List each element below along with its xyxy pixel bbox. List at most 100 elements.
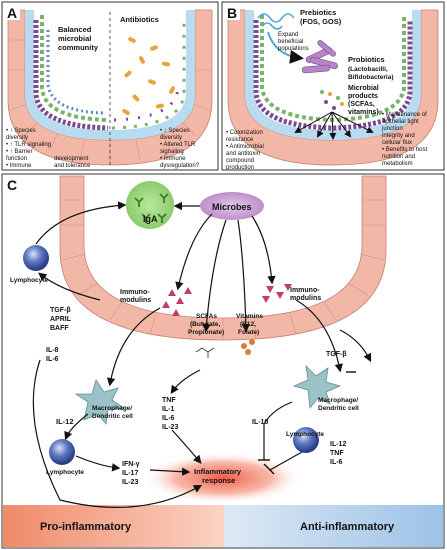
microbes-ellipse xyxy=(200,192,264,220)
lymphocyte-right-label: Lymphocyte xyxy=(286,431,324,438)
products-label-1: Microbial xyxy=(348,85,379,92)
panel-a-left-note: • ↑ Species xyxy=(6,128,36,134)
panel-c: C IgA Microbes Lymphocyte Immuno- moduli… xyxy=(1,173,445,549)
vitamin-dots xyxy=(241,339,255,355)
tgf-left-label: TGF-β xyxy=(50,307,71,314)
panel-b-right-note: • Maintenance of xyxy=(382,112,427,118)
panel-b-left-note: production xyxy=(226,165,254,171)
immunomodulins-left-label-2: modulins xyxy=(120,297,151,304)
panel-b-right-note: integrity and xyxy=(382,133,415,139)
ifn-label: IFN-γ xyxy=(122,461,140,468)
panel-a-left-notes-extra: development and tolerance xyxy=(54,156,91,169)
anti-inflammatory-label: Anti-inflammatory xyxy=(300,521,395,533)
scfas-label-2: (Butyrate, xyxy=(190,321,221,328)
scfa-molecule-icon xyxy=(195,347,215,358)
macrophage-right-label-2: Dendritic cell xyxy=(318,405,359,412)
products-label-4: vitamins) xyxy=(348,109,379,116)
iga-label: IgA xyxy=(143,214,158,224)
prebiotics-icon xyxy=(257,13,295,30)
panel-b-letter-bg xyxy=(224,4,240,20)
april-label: APRIL xyxy=(50,316,72,323)
panel-b-left-notes: • Colonization resistance • Antimicrobia… xyxy=(226,130,264,171)
panel-c-letter-bg xyxy=(4,176,20,192)
panel-b-left-note: • Colonization xyxy=(226,130,263,136)
pro-inflammatory-label: Pro-inflammatory xyxy=(40,521,132,533)
products-label-3: (SCFAs, xyxy=(348,101,375,108)
panel-a-right-note: • Immune xyxy=(160,156,186,162)
il12-left-label: IL-12 xyxy=(56,417,74,426)
il12-right-label: IL-12 xyxy=(330,441,346,448)
panel-a-right-note: • ↓ Species xyxy=(160,128,190,134)
panel-a-balanced-label-1: Balanced xyxy=(58,25,92,34)
il23-mid-label: IL-23 xyxy=(162,424,178,431)
panel-b: B Prebiotics (FOS, GOS) Expand beneficia… xyxy=(221,1,445,171)
pro-inflammatory-band xyxy=(3,505,224,547)
scfas-label-1: SCFAs xyxy=(196,313,217,320)
scfas-label-3: Propionate) xyxy=(188,329,224,336)
expand-label-1: Expand xyxy=(278,32,298,38)
panel-a-left-note: • ↑ TLR signaling xyxy=(6,142,51,148)
vitamins-label-2: (B12, xyxy=(240,321,256,328)
panel-a-balanced-label-2: microbial xyxy=(58,34,91,43)
panel-b-right-note: metabolism xyxy=(382,161,413,167)
probiotics-label: Probiotics xyxy=(348,55,385,64)
panel-a-letter: A xyxy=(7,5,17,21)
tnf-mid-label: TNF xyxy=(162,397,176,404)
inflammatory-label-1: Inflammatory xyxy=(194,467,242,476)
panel-a-balanced-label-3: community xyxy=(58,43,99,52)
panel-a-antibiotics-label: Antibiotics xyxy=(120,15,159,24)
panel-b-product-arrows xyxy=(294,111,374,140)
panel-b-left-note: and antitoxin xyxy=(226,151,260,157)
panel-a-left-note: • Immune xyxy=(6,163,32,169)
panel-b-right-note: epithelial tight xyxy=(382,119,419,125)
inflammatory-glow xyxy=(143,452,303,504)
lymphocyte-top-left xyxy=(23,245,49,271)
prebiotics-label: Prebiotics xyxy=(300,8,336,17)
microbial-products-icon xyxy=(320,90,344,110)
macrophage-left-label-2: Dendritic cell xyxy=(92,413,133,420)
expand-label-2: beneficial xyxy=(278,39,303,45)
macrophage-left-label-1: Macrophage/ xyxy=(92,405,132,412)
il10-label: IL-10 xyxy=(252,419,268,426)
panel-a-cell-lines xyxy=(8,39,212,164)
panel-c-arrows xyxy=(32,201,372,508)
microbes-label: Microbes xyxy=(212,202,252,212)
probiotics-icon xyxy=(301,40,338,74)
panel-c-letter: C xyxy=(7,177,17,193)
immunomodulin-triangles-left xyxy=(162,287,192,316)
panel-b-right-note: • Benefits to host xyxy=(382,147,427,153)
panel-b-right-note: nutrition and xyxy=(382,154,415,160)
panel-c-epithelium xyxy=(59,175,387,341)
panel-b-right-note: junction xyxy=(381,126,403,132)
inflammatory-label-2: response xyxy=(202,476,235,485)
probiotics-sub-2: Bifidobacteria) xyxy=(348,74,394,81)
expand-label-3: populations xyxy=(278,46,309,52)
panel-b-microbes xyxy=(253,15,413,131)
panel-a-microbes-right xyxy=(111,20,186,130)
probiotics-sub-1: (Lactobacilli, xyxy=(348,66,388,73)
panel-b-right-notes: • Maintenance of epithelial tight juncti… xyxy=(381,112,427,167)
immunomodulin-triangles-right xyxy=(262,284,292,303)
vitamins-label-3: Folate) xyxy=(238,329,259,336)
il17-label: IL-17 xyxy=(122,470,138,477)
panel-a-right-note: diversity xyxy=(160,135,182,141)
immunomodulins-left-label-1: Immuno- xyxy=(120,289,150,296)
panel-a-left-notes: • ↑ Species diversity • ↑ TLR signaling … xyxy=(6,128,51,169)
panel-a-left-note: and tolerance xyxy=(54,163,91,169)
panel-a-left-note: diversity xyxy=(6,135,28,141)
panel-a-right-note: signaling xyxy=(160,149,184,155)
il6-right-label: IL-6 xyxy=(330,459,343,466)
il6-left-label: IL-6 xyxy=(46,356,59,363)
panel-a-right-note: dysregulation? xyxy=(160,163,200,169)
panel-b-left-note: compound xyxy=(226,158,254,164)
panel-a-left-note: • ↑ Barrier xyxy=(6,149,32,155)
panel-b-left-note: • Antimicrobial xyxy=(226,144,264,150)
iga-antibody-icons xyxy=(134,193,169,223)
il23-bottom-label: IL-23 xyxy=(122,479,138,486)
products-label-2: products xyxy=(348,93,378,100)
panel-a-right-notes: • ↓ Species diversity • Altered TLR sign… xyxy=(160,128,200,169)
lymphocyte-right xyxy=(293,427,319,453)
lymphocyte-bottom xyxy=(49,439,75,465)
